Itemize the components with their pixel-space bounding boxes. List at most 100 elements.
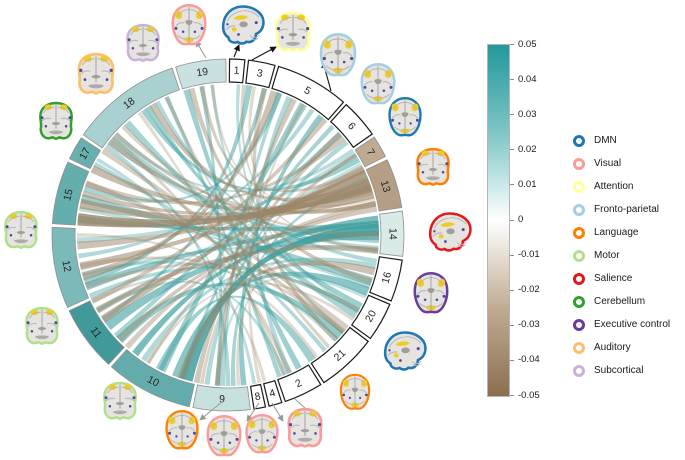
ring-segment-18 — [82, 67, 180, 149]
ring-segment-17 — [68, 137, 101, 170]
brain-thumbnail-fronto-parietal — [319, 32, 357, 77]
ring-segment-6 — [329, 103, 374, 149]
legend-item-label: Auditory — [594, 342, 631, 353]
colorbar-tick — [510, 114, 514, 116]
ring-segment-20 — [350, 294, 391, 340]
colorbar-tick-label: 0.02 — [518, 143, 537, 155]
ring-segment-11 — [68, 300, 125, 365]
chord-ribbon — [252, 87, 339, 342]
legend-item-fronto-parietal: Fronto-parietal — [573, 198, 659, 221]
chord-ribbon — [149, 102, 372, 202]
legend-item-motor: Motor — [573, 244, 620, 267]
chord-ribbons — [76, 84, 380, 386]
segment-label-10: 10 — [145, 373, 161, 389]
colorbar-tick — [510, 254, 514, 256]
colorbar-tick — [510, 219, 514, 221]
segment-label-13: 13 — [378, 179, 393, 194]
leader-arrow — [271, 402, 284, 422]
colorbar-tick-label: 0.05 — [518, 38, 537, 50]
leader-arrow — [199, 400, 224, 421]
legend-item-label: Motor — [594, 250, 620, 261]
chord-ribbon — [255, 95, 293, 375]
ring-segment-5 — [271, 65, 345, 121]
chord-ribbon — [113, 131, 343, 339]
brain-thumbnail-motor — [103, 381, 137, 421]
brain-thumbnail-motor — [25, 306, 59, 345]
legend-item-auditory: Auditory — [573, 336, 631, 359]
colorbar-tick-label: 0.04 — [518, 73, 537, 85]
chord-ribbon — [96, 280, 287, 376]
ring-segment-12 — [51, 226, 90, 308]
brain-thumbnail-cerebellum — [39, 101, 73, 141]
chord-ribbon — [83, 85, 253, 285]
brain-thumbnail-language — [416, 147, 450, 186]
colorbar-tick — [510, 395, 514, 396]
colorbar-tick — [510, 324, 514, 326]
segment-label-16: 16 — [380, 270, 395, 285]
legend-item-cerebellum: Cerebellum — [573, 290, 645, 313]
legend-item-dmn: DMN — [573, 129, 617, 152]
chord-ribbon — [83, 92, 283, 203]
segment-label-17: 17 — [77, 146, 93, 162]
segment-label-7: 7 — [364, 147, 377, 158]
legend-item-label: Executive control — [594, 319, 671, 330]
legend-item-label: Subcortical — [594, 365, 644, 376]
chord-ribbon — [104, 229, 380, 331]
segment-label-2: 2 — [293, 377, 304, 390]
colorbar-tick-label: 0.03 — [518, 108, 537, 120]
colorbar-tick — [510, 359, 514, 361]
segment-label-8: 8 — [254, 390, 262, 403]
chord-ribbon — [116, 282, 344, 344]
ring-segment-4 — [262, 379, 283, 407]
legend-item-label: Salience — [594, 273, 633, 284]
colorbar-tick-label: 0 — [518, 214, 524, 225]
colorbar-tick — [510, 79, 514, 81]
segment-label-1: 1 — [233, 65, 240, 77]
brain-thumbnail-attention — [275, 11, 311, 52]
ring-segment-9 — [192, 384, 251, 412]
chord-ribbon — [79, 169, 368, 271]
ring-segment-14 — [379, 210, 405, 257]
chord-ribbon — [155, 295, 316, 372]
legend-ring-icon — [573, 341, 585, 354]
chord-ribbon — [107, 139, 377, 215]
chord-ribbon — [230, 176, 369, 386]
brain-thumbnail-dmn — [383, 331, 427, 371]
brain-thumbnail-salience — [428, 212, 472, 252]
chord-ribbon — [164, 96, 282, 378]
ring-segment-16 — [369, 256, 403, 302]
colorbar-tick-label: -0.03 — [518, 319, 540, 331]
legend-item-language: Language — [573, 221, 639, 244]
legend-item-visual: Visual — [573, 152, 621, 175]
brain-thumbnail-visual — [287, 407, 323, 448]
chord-ribbon — [78, 206, 371, 289]
chord-ribbon — [124, 120, 358, 319]
legend-ring-icon — [573, 272, 585, 285]
colorbar-tick — [510, 289, 514, 291]
brain-thumbnail-language — [165, 409, 199, 450]
leader-arrow — [246, 402, 260, 422]
brain-thumbnail-visual — [171, 3, 207, 46]
legend-item-label: Fronto-parietal — [594, 204, 660, 215]
colorbar-tick-label: -0.01 — [518, 249, 540, 261]
legend-ring-icon — [573, 226, 585, 239]
segment-label-19: 19 — [196, 66, 210, 80]
ring-segment-3 — [245, 59, 276, 89]
segment-label-15: 15 — [61, 188, 76, 202]
colorbar-tick-label: 0.01 — [518, 178, 537, 190]
legend-item-label: Cerebellum — [594, 296, 646, 307]
chord-ribbon — [77, 169, 368, 250]
brain-thumbnail-motor — [4, 210, 38, 249]
colorbar-tick — [510, 44, 514, 45]
ring-segment-19 — [175, 58, 227, 90]
brain-thumbnail-dmn — [221, 5, 265, 45]
colorbar-tick — [510, 184, 514, 186]
ring-segment-15 — [51, 161, 90, 226]
ring-segment-7 — [354, 136, 387, 168]
ring-segment-13 — [365, 159, 403, 212]
brain-thumbnail-language — [339, 373, 371, 410]
brain-thumbnail-visual — [245, 413, 279, 454]
chord-ribbon — [199, 85, 223, 386]
